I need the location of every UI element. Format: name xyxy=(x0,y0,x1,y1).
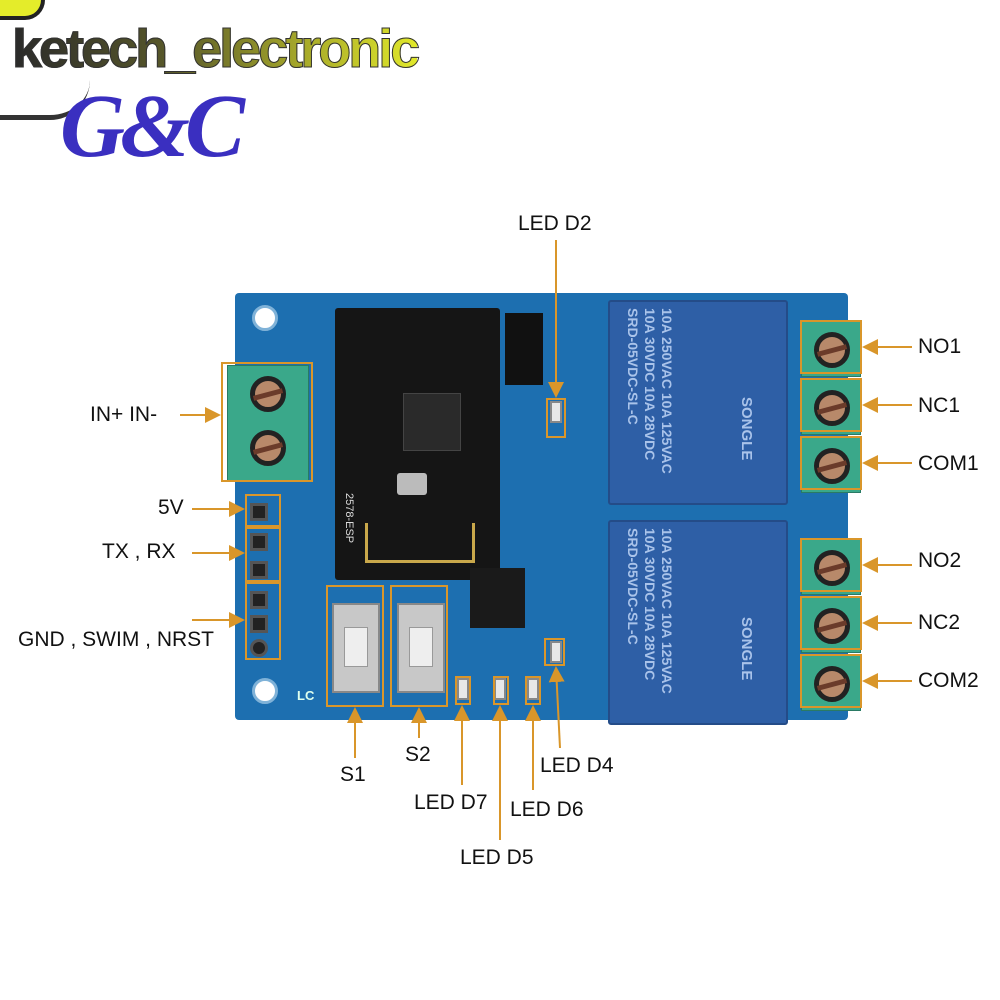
pin xyxy=(250,503,268,521)
box-no1 xyxy=(800,320,862,374)
box-led-d5 xyxy=(493,676,509,705)
terminal-com2 xyxy=(801,655,861,711)
screw xyxy=(250,376,286,412)
button-s1[interactable] xyxy=(332,603,380,693)
mount-hole xyxy=(252,678,278,704)
logo-mark: G&C xyxy=(60,77,245,176)
pin xyxy=(250,639,268,657)
box-5v xyxy=(245,494,281,527)
led-d7 xyxy=(457,678,469,700)
box-gnd-swim-nrst xyxy=(245,582,281,660)
logo: ketech_electronic G&C xyxy=(0,0,500,180)
power-terminal xyxy=(227,365,309,481)
pin xyxy=(250,561,268,579)
led-d4 xyxy=(550,641,562,663)
label-nc2: NC2 xyxy=(918,611,961,634)
label-s2: S2 xyxy=(405,743,431,766)
box-com2 xyxy=(800,654,862,708)
esp-chip xyxy=(403,393,461,451)
label-led-d5: LED D5 xyxy=(460,846,534,869)
label-no1: NO1 xyxy=(918,335,962,358)
label-com1: COM1 xyxy=(918,452,979,475)
box-power-in xyxy=(221,362,313,482)
arrow-led-d4 xyxy=(548,666,565,749)
label-com2: COM2 xyxy=(918,669,979,692)
esp-antenna xyxy=(365,523,475,563)
crystal xyxy=(397,473,427,495)
mount-hole xyxy=(252,305,278,331)
label-s1: S1 xyxy=(340,763,366,786)
box-txrx xyxy=(245,527,281,582)
pin xyxy=(250,615,268,633)
led-d6 xyxy=(527,678,539,700)
esp-label: 2578-ESP xyxy=(343,493,355,544)
box-nc2 xyxy=(800,596,862,650)
label-5v: 5V xyxy=(158,496,184,519)
button-s2[interactable] xyxy=(397,603,445,693)
box-no2 xyxy=(800,538,862,592)
label-power-in: IN+ IN- xyxy=(90,403,158,426)
screw xyxy=(250,430,286,466)
label-gnd-swim-nrst: GND , SWIM , NRST xyxy=(18,628,214,651)
box-s1 xyxy=(326,585,384,707)
label-no2: NO2 xyxy=(918,549,962,572)
label-nc1: NC1 xyxy=(918,394,961,417)
jumper xyxy=(505,313,543,385)
pin xyxy=(250,533,268,551)
silk-corner: LC xyxy=(297,688,315,703)
led-d5 xyxy=(494,678,506,700)
box-led-d4 xyxy=(544,638,565,666)
box-led-d7 xyxy=(455,676,471,705)
label-txrx: TX , RX xyxy=(102,540,176,563)
terminal-no2 xyxy=(801,539,861,595)
label-led-d6: LED D6 xyxy=(510,798,584,821)
pin xyxy=(250,591,268,609)
ic-chip xyxy=(470,568,525,628)
label-led-d4: LED D4 xyxy=(540,754,614,777)
esp-module: 2578-ESP xyxy=(335,308,500,580)
logo-brand-text: ketech_electronic xyxy=(11,19,420,79)
box-led-d2 xyxy=(546,398,566,438)
led-d2 xyxy=(550,401,562,423)
box-s2 xyxy=(390,585,448,707)
terminal-com1 xyxy=(801,437,861,493)
box-nc1 xyxy=(800,378,862,432)
relay-brand: SONGLE xyxy=(738,617,755,681)
box-led-d6 xyxy=(525,676,541,705)
logo-swoosh xyxy=(0,80,90,120)
box-com1 xyxy=(800,436,862,490)
relay-brand: SONGLE xyxy=(738,397,755,461)
label-led-d2: LED D2 xyxy=(518,212,592,235)
label-led-d7: LED D7 xyxy=(414,791,488,814)
